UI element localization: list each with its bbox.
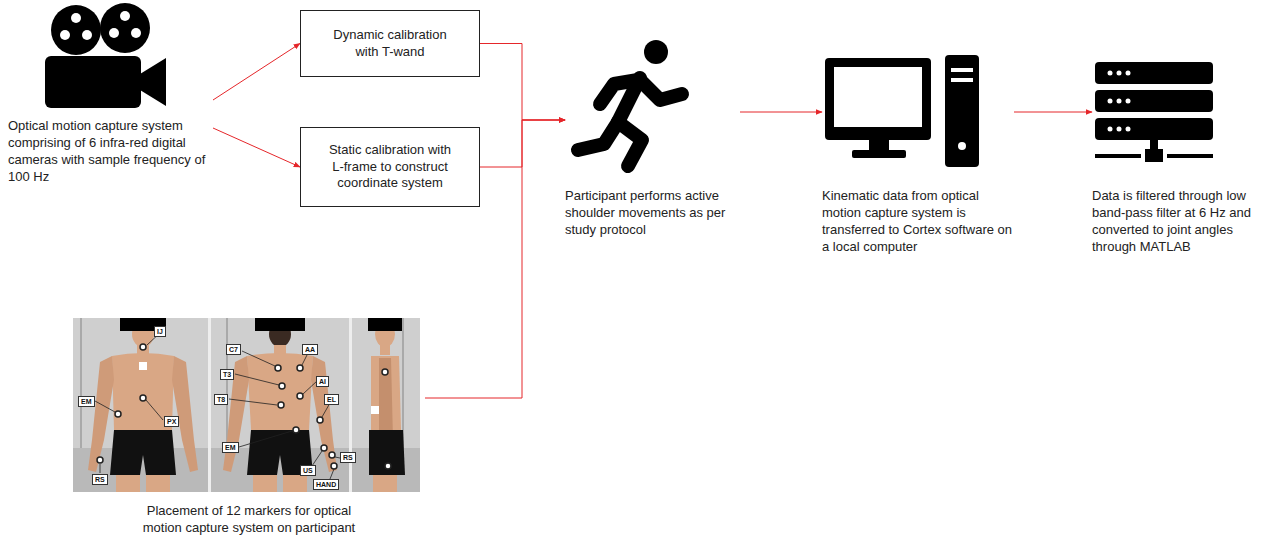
process-box: Dynamic calibration with T-wand — [300, 10, 480, 77]
marker-label: EM — [222, 442, 239, 453]
caption-text: Placement of 12 markers for optical moti… — [129, 503, 369, 537]
computer-node: Kinematic data from optical motion captu… — [822, 55, 1014, 256]
box-text: Dynamic calibration with T-wand — [325, 27, 455, 61]
participant-photo — [73, 318, 420, 492]
caption-text: Data is filtered through low band-pass f… — [1092, 188, 1274, 256]
marker-label: AI — [316, 376, 329, 387]
server-node: Data is filtered through low band-pass f… — [1092, 60, 1274, 256]
box-text: Static calibration with L-frame to const… — [325, 142, 455, 193]
marker-label: C7 — [226, 344, 241, 355]
computer-icon — [825, 55, 979, 167]
process-box: Static calibration with L-frame to const… — [300, 127, 480, 207]
marker-label: IJ — [154, 326, 166, 337]
flow-arrow — [480, 44, 565, 121]
flow-arrow — [213, 128, 300, 167]
server-icon — [1095, 62, 1213, 162]
caption-text: Participant performs active shoulder mov… — [565, 188, 740, 239]
flow-arrow — [213, 44, 300, 101]
marker-label: PX — [164, 416, 179, 427]
marker-label: AA — [302, 344, 318, 355]
photo-node: Placement of 12 markers for optical moti… — [73, 318, 425, 537]
marker-label: HAND — [313, 479, 339, 490]
marker-dots — [97, 344, 337, 469]
flow-arrow — [1014, 112, 1092, 113]
flow-arrow — [740, 112, 822, 113]
marker-label: RS — [340, 452, 356, 463]
side-figure — [368, 318, 405, 492]
marker-label: US — [300, 465, 316, 476]
marker-label: T8 — [214, 394, 228, 405]
caption-text: Optical motion capture system comprising… — [8, 118, 213, 186]
caption-text: Kinematic data from optical motion captu… — [822, 188, 1014, 256]
back-figure — [223, 318, 337, 492]
camera-icon — [45, 3, 166, 108]
marker-label: EM — [78, 396, 95, 407]
marker-label: RS — [92, 474, 108, 485]
participant-node: Participant performs active shoulder mov… — [565, 40, 740, 239]
runner-icon — [578, 40, 682, 166]
marker-label: EL — [324, 394, 339, 405]
camera-node: Optical motion capture system comprising… — [8, 5, 213, 186]
front-figure — [88, 318, 198, 492]
leader-lines — [95, 331, 340, 479]
marker-label: T3 — [220, 369, 234, 380]
